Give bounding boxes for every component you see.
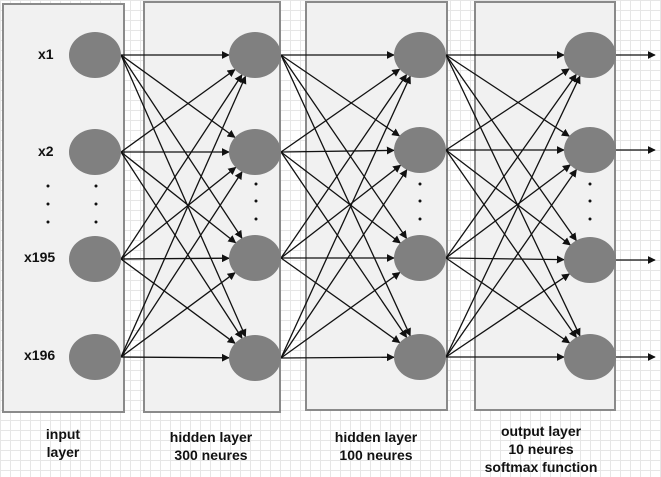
connection-arrow bbox=[120, 54, 247, 338]
connection-arrow bbox=[445, 255, 565, 264]
neuron-input-4 bbox=[69, 334, 121, 380]
connection-arrow bbox=[120, 171, 243, 358]
connection-arrow bbox=[445, 54, 577, 242]
layer-label-line: 10 neures bbox=[508, 441, 574, 457]
connection-arrow bbox=[280, 74, 408, 259]
layer-label-line: input bbox=[45, 426, 81, 442]
ellipsis-dot bbox=[254, 182, 258, 186]
neuron-hidden1-3 bbox=[229, 235, 281, 281]
ellipsis-dot bbox=[418, 199, 422, 203]
neuron-hidden1-4 bbox=[229, 335, 281, 381]
ellipsis-dot bbox=[588, 182, 592, 186]
ellipsis-dot bbox=[418, 217, 422, 221]
connection-arrow bbox=[120, 166, 237, 260]
ellipsis-dot bbox=[588, 199, 592, 203]
connection-arrow bbox=[120, 254, 230, 263]
input-label-x2: x2 bbox=[38, 143, 54, 159]
ellipsis-dot bbox=[94, 220, 98, 224]
neuron-output-2 bbox=[564, 127, 616, 173]
layer-label-input: input layer bbox=[3, 425, 123, 461]
neuron-input-2 bbox=[69, 129, 121, 175]
layer-label-line: layer bbox=[46, 444, 80, 460]
neuron-hidden2-1 bbox=[394, 32, 446, 78]
connection-arrow bbox=[280, 164, 402, 259]
layer-label-line: hidden layer bbox=[334, 429, 418, 445]
connection-arrow bbox=[445, 164, 571, 259]
connection-arrow bbox=[280, 271, 401, 359]
connection-arrow bbox=[280, 68, 401, 153]
ellipsis-dot bbox=[46, 184, 50, 188]
connection-arrow bbox=[445, 54, 570, 137]
input-label-x195: x195 bbox=[24, 249, 56, 265]
connection-arrow bbox=[280, 146, 395, 155]
connection-arrow bbox=[445, 257, 571, 344]
connection-arrow bbox=[445, 273, 570, 358]
ellipsis-dot bbox=[254, 199, 258, 203]
connection-arrow bbox=[445, 168, 577, 358]
layer-label-line: 100 neures bbox=[339, 447, 413, 463]
neuron-input-1 bbox=[69, 32, 121, 78]
connection-arrow bbox=[120, 75, 247, 358]
ellipsis-dot bbox=[94, 202, 98, 206]
neuron-input-3 bbox=[69, 236, 121, 282]
connection-arrow bbox=[280, 257, 401, 344]
connection-arrow bbox=[445, 149, 571, 246]
ellipsis-dot bbox=[588, 217, 592, 221]
ellipsis-dot bbox=[46, 202, 50, 206]
neuron-output-1 bbox=[564, 32, 616, 78]
connection-arrow bbox=[280, 54, 411, 337]
connection-arrow bbox=[280, 54, 401, 137]
layer-label-hidden1: hidden layer 300 neures bbox=[136, 428, 286, 464]
connection-arrow bbox=[120, 258, 236, 344]
neuron-output-4 bbox=[564, 334, 616, 380]
connection-arrow bbox=[120, 54, 236, 138]
neuron-output-3 bbox=[564, 237, 616, 283]
layer-label-line: 300 neures bbox=[174, 447, 248, 463]
connection-arrow bbox=[280, 151, 401, 244]
neuron-hidden2-4 bbox=[394, 334, 446, 380]
neuron-hidden2-2 bbox=[394, 127, 446, 173]
ellipsis-dot bbox=[418, 182, 422, 186]
ellipsis-dot bbox=[94, 184, 98, 188]
layer-label-hidden2: hidden layer 100 neures bbox=[301, 428, 451, 464]
input-label-x196: x196 bbox=[24, 347, 56, 363]
connection-arrow bbox=[120, 272, 236, 358]
connection-arrow bbox=[120, 151, 237, 244]
connection-arrow bbox=[280, 75, 411, 359]
connection-arrow bbox=[280, 169, 408, 359]
connection-arrow bbox=[120, 54, 243, 239]
connection-arrow bbox=[120, 353, 230, 362]
input-label-x1: x1 bbox=[38, 46, 54, 62]
connection-arrow bbox=[120, 74, 243, 260]
connection-arrow bbox=[280, 353, 395, 362]
connection-arrow bbox=[445, 75, 581, 358]
layer-label-line: hidden layer bbox=[169, 429, 253, 445]
ellipsis-dot bbox=[46, 220, 50, 224]
connection-arrow bbox=[120, 151, 243, 339]
layer-label-line: softmax function bbox=[484, 459, 598, 475]
ellipsis-dot bbox=[254, 217, 258, 221]
layer-label-output: output layer 10 neures softmax function bbox=[466, 422, 616, 476]
layer-label-line: output layer bbox=[500, 423, 582, 439]
neuron-hidden2-3 bbox=[394, 235, 446, 281]
connection-arrow bbox=[280, 151, 408, 338]
connection-arrow bbox=[120, 69, 236, 153]
connection-arrow bbox=[445, 54, 581, 337]
neuron-hidden1-1 bbox=[229, 32, 281, 78]
connection-arrow bbox=[445, 73, 577, 259]
neuron-hidden1-2 bbox=[229, 129, 281, 175]
connection-arrow bbox=[280, 54, 408, 239]
connection-arrow bbox=[445, 149, 577, 339]
connection-arrow bbox=[445, 68, 570, 151]
